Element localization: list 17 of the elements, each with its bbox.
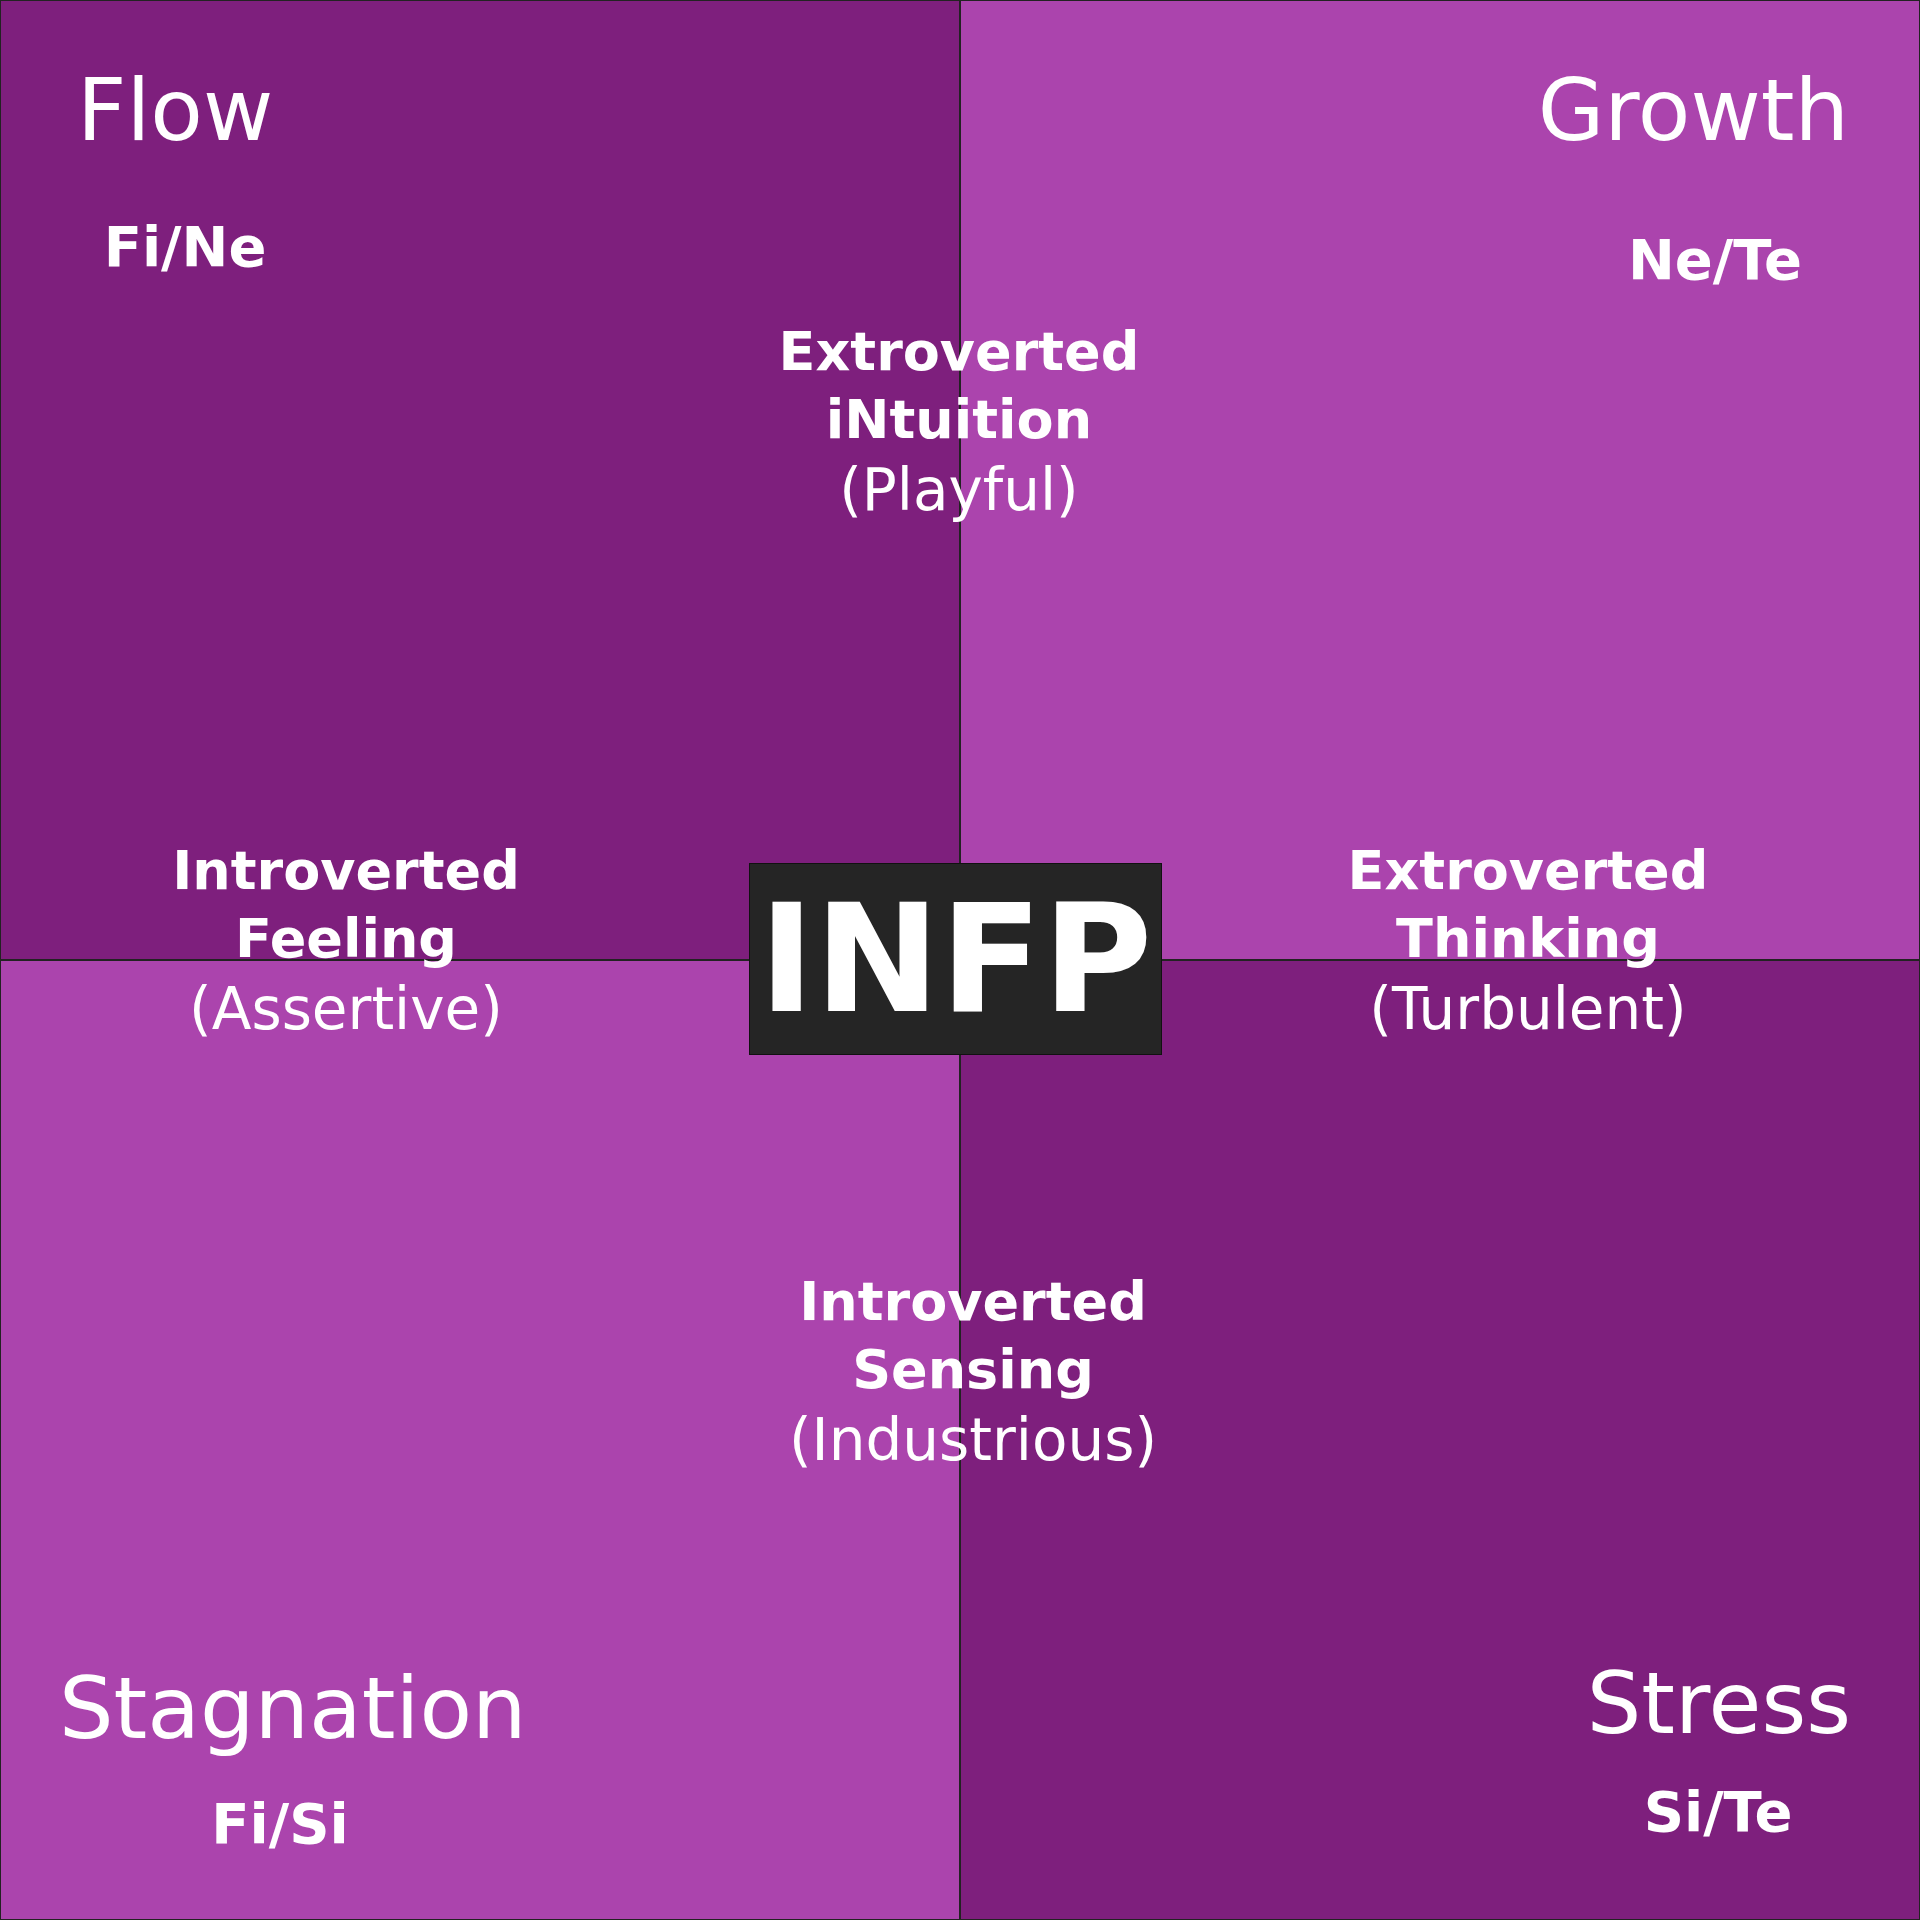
quadrant-title: Growth — [1537, 63, 1849, 158]
function-descriptor: (Turbulent) — [1368, 974, 1688, 1045]
quadrant-title: Stress — [1586, 1656, 1851, 1751]
quadrant-title: Stagnation — [59, 1661, 527, 1756]
type-label-box: INFP — [749, 863, 1162, 1055]
cognitive-function-name: Extroverted iNtuition — [777, 319, 1141, 453]
function-pair-label: Si/Te — [1643, 1781, 1793, 1843]
function-pair-label: Ne/Te — [1628, 229, 1802, 291]
cognitive-function-name: Introverted Sensing — [798, 1269, 1148, 1403]
function-descriptor: (Industrious) — [787, 1405, 1159, 1476]
function-descriptor: (Playful) — [838, 455, 1080, 526]
function-pair-label: Fi/Ne — [103, 216, 267, 278]
cognitive-function-name: Extroverted Thinking — [1346, 838, 1710, 972]
cognitive-function-name: Introverted Feeling — [171, 838, 521, 972]
function-pair-label: Fi/Si — [211, 1793, 349, 1855]
function-descriptor: (Assertive) — [188, 974, 504, 1045]
quadrant-title: Flow — [77, 63, 274, 158]
